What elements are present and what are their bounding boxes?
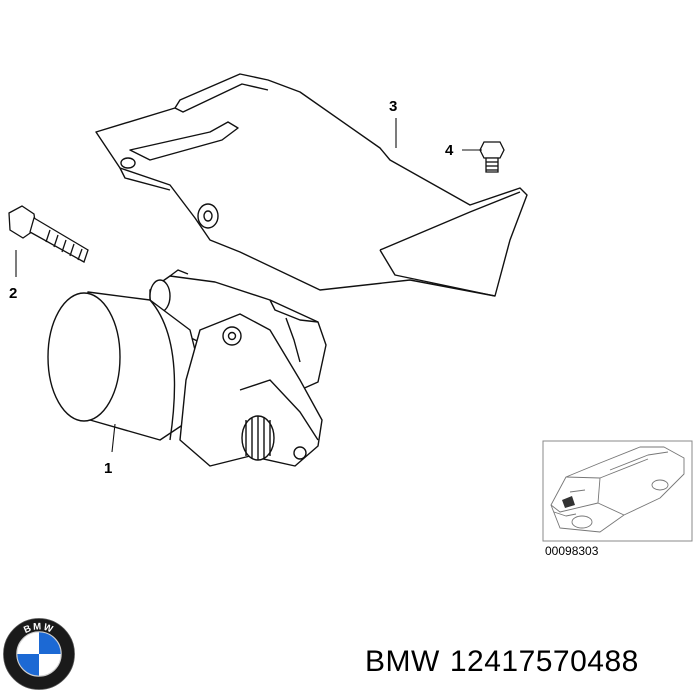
leader-lines <box>15 118 482 453</box>
long-bolt-part <box>8 205 89 263</box>
small-bolt-part <box>479 141 505 173</box>
bmw-roundel-icon: BMW <box>3 618 75 690</box>
callout-2: 2 <box>9 285 17 302</box>
caption-part-number: 12417570488 <box>449 645 639 678</box>
car-outline-icon <box>550 446 685 533</box>
callout-4: 4 <box>445 142 454 159</box>
caption-brand: BMW <box>365 645 440 678</box>
logo-letters: BMW <box>22 621 55 636</box>
car-location-inset <box>542 440 693 542</box>
starter-motor-part <box>47 269 327 467</box>
inset-reference-code: 00098303 <box>545 544 599 558</box>
callout-3: 3 <box>389 98 397 115</box>
starter-location-marker <box>562 496 575 508</box>
part-caption: BMW 12417570488 <box>365 645 649 679</box>
heat-shield-part <box>95 73 528 297</box>
callout-1: 1 <box>104 460 112 477</box>
